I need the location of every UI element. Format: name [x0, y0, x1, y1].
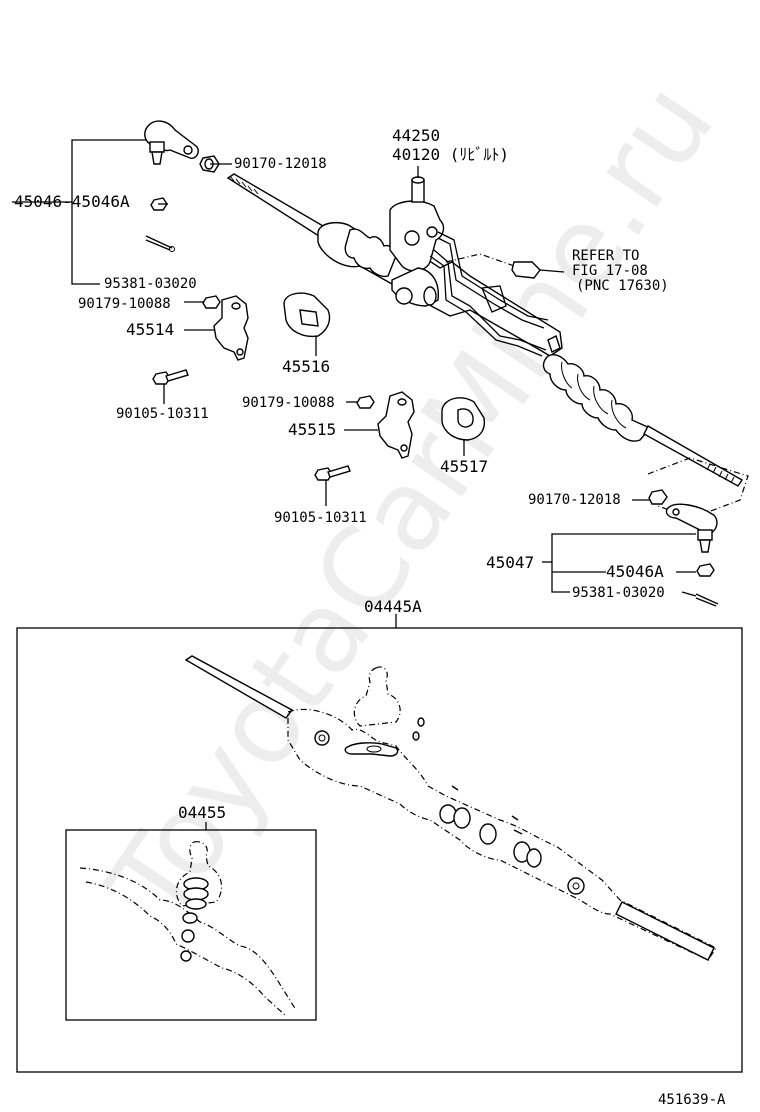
kit-phantom-assembly-icon	[184, 655, 717, 961]
kit-box-04455	[65, 822, 317, 1021]
grommet-45516-icon	[283, 292, 331, 338]
label-refer-line2: FIG 17-08	[572, 263, 648, 279]
label-cotter-pin-left: 95381-03020	[104, 276, 197, 292]
label-gasket-kit: 04445A	[364, 597, 422, 616]
cotter-pin-left-icon	[145, 235, 175, 252]
boot-right-icon	[542, 354, 652, 442]
connector-icon	[511, 261, 565, 279]
leader-left-tie-rod	[12, 139, 150, 285]
ball-nut-right-icon	[696, 563, 715, 577]
label-bolt-right: 90105-10311	[274, 510, 367, 526]
right-tie-rod-guide	[647, 457, 749, 519]
castle-nut-right-icon	[648, 489, 668, 505]
kit-box-04445A	[16, 614, 743, 1073]
castle-nut-left-icon	[199, 155, 220, 173]
leader-right-tie-rod	[542, 533, 696, 593]
label-seal-kit: 04455	[178, 803, 227, 822]
label-grommet-left: 45516	[282, 357, 331, 376]
label-tie-rod-end-right: 45047	[486, 553, 535, 572]
label-nut-right: 90170-12018	[528, 492, 621, 508]
label-bracket-nut-right: 90179-10088	[242, 395, 335, 411]
label-refer-line1: REFER TO	[572, 248, 640, 264]
bolt-right-icon	[314, 465, 351, 481]
label-bracket-nut-left: 90179-10088	[78, 296, 171, 312]
bracket-45515-icon	[377, 391, 415, 459]
label-tie-rod-end-left-group: 45046-45046A	[14, 192, 130, 211]
label-bracket-left: 45514	[126, 320, 175, 339]
sub-kit-phantom-assembly-icon	[79, 841, 297, 1017]
nut-right-bracket-icon	[356, 395, 375, 409]
bolt-left-icon	[152, 369, 189, 385]
label-rebuilt-note: 40120 (ﾘﾋﾞﾙﾄ)	[392, 145, 510, 164]
label-ball-joint-right: 45046A	[606, 562, 664, 581]
label-nut-left: 90170-12018	[234, 156, 327, 172]
label-bracket-right: 45515	[288, 420, 337, 439]
nut-left-bracket-icon	[202, 295, 221, 309]
figure-id: 451639-A	[658, 1092, 726, 1108]
label-refer-line3: (PNC 17630)	[576, 278, 669, 294]
tie-rod-end-right-icon	[665, 503, 718, 553]
bracket-45514-icon	[213, 295, 249, 361]
rack-shaft-right-icon	[643, 425, 743, 487]
rack-shaft-left-icon	[226, 173, 332, 239]
leaders-upper	[158, 163, 697, 597]
label-grommet-right: 45517	[440, 457, 489, 476]
label-valve-housing: 44250	[392, 126, 441, 145]
label-bolt-left: 90105-10311	[116, 406, 209, 422]
grommet-45517-icon	[441, 397, 486, 441]
tie-rod-end-left-icon	[144, 120, 199, 165]
cotter-pin-right-icon	[695, 593, 719, 607]
label-cotter-pin-right: 95381-03020	[572, 585, 665, 601]
